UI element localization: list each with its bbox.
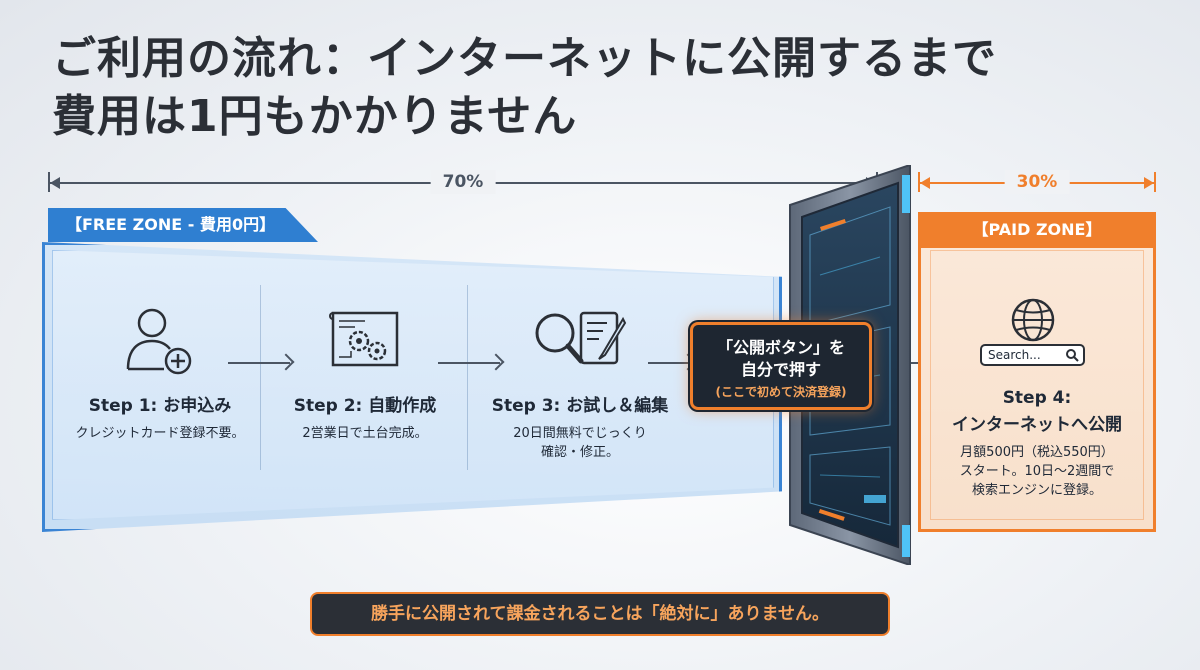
flow-arrow xyxy=(648,362,692,364)
step-3-desc-line-2: 確認・修正。 xyxy=(540,445,619,460)
free-percent-label: 70% xyxy=(430,170,496,194)
step-1: Step 1: お申込み クレジットカード登録不要。 xyxy=(70,305,250,443)
step-4-title-line-2: インターネットへ公開 xyxy=(952,415,1122,435)
search-input[interactable]: Search... xyxy=(980,344,1085,366)
step-1-title: Step 1: お申込み xyxy=(88,396,232,416)
blueprint-gears-icon xyxy=(329,311,399,367)
step-2-title: Step 2: 自動作成 xyxy=(293,396,437,416)
paid-zone-inner-frame xyxy=(930,250,1144,520)
publish-button-note: (ここで初めて決済登録) xyxy=(715,385,847,399)
magnifier-edit-icon xyxy=(535,311,627,365)
paid-dimension-line: 30% xyxy=(918,170,1156,194)
user-add-icon xyxy=(126,308,192,375)
step-1-desc: クレジットカード登録不要。 xyxy=(75,426,245,441)
step-4: Step 4: インターネットへ公開 月額500円（税込550円） スタート。1… xyxy=(930,388,1144,500)
flow-arrow xyxy=(438,362,500,364)
globe-icon xyxy=(1011,298,1055,342)
step-divider xyxy=(260,285,261,470)
paid-zone-panel xyxy=(918,212,1156,532)
no-auto-charge-notice: 勝手に公開されて課金されることは「絶対に」ありません。 xyxy=(310,592,890,636)
step-2-desc: 2営業日で土台完成。 xyxy=(302,426,428,441)
page-title: ご利用の流れ：インターネットに公開するまで 費用は1円もかかりません xyxy=(52,30,997,146)
step-3-title: Step 3: お試し＆編集 xyxy=(491,396,669,416)
step-divider xyxy=(467,285,468,470)
free-zone-tab: 【FREE ZONE - 費用0円】 xyxy=(48,208,318,242)
step-3: Step 3: お試し＆編集 20日間無料でじっくり 確認・修正。 xyxy=(480,305,680,462)
search-icon xyxy=(1066,349,1079,362)
step-4-desc-line-2: スタート。10日〜2週間で xyxy=(959,464,1115,479)
paid-percent-label: 30% xyxy=(1004,170,1070,194)
step-4-desc-line-1: 月額500円（税込550円） xyxy=(960,445,1114,460)
step-4-title-line-1: Step 4: xyxy=(1002,388,1072,408)
publish-button[interactable]: 「公開ボタン」を 自分で押す (ここで初めて決済登録) xyxy=(690,322,872,410)
free-dimension-line: 70% xyxy=(48,170,878,194)
step-2: Step 2: 自動作成 2営業日で土台完成。 xyxy=(280,305,450,443)
step-3-desc-line-1: 20日間無料でじっくり xyxy=(513,426,647,441)
step-4-desc-line-3: 検索エンジンに登録。 xyxy=(971,483,1102,498)
title-line-1: ご利用の流れ：インターネットに公開するまで xyxy=(52,33,997,84)
paid-zone-tab: 【PAID ZONE】 xyxy=(918,212,1156,248)
publish-button-line-1: 「公開ボタン」を xyxy=(716,338,845,357)
search-placeholder: Search... xyxy=(988,348,1041,362)
publish-button-line-2: 自分で押す xyxy=(740,360,821,379)
flow-arrow xyxy=(228,362,290,364)
free-zone-inner-frame xyxy=(52,250,774,520)
title-line-2: 費用は1円もかかりません xyxy=(52,91,578,142)
